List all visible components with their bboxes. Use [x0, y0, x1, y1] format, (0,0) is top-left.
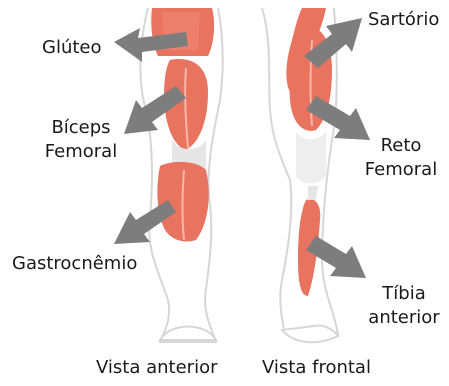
label-reto-femoral: Reto Femoral — [356, 134, 446, 182]
back-view-leg — [140, 8, 222, 342]
label-gastrocnemio: Gastrocnêmio — [12, 252, 137, 276]
front-foot — [282, 325, 338, 342]
label-biceps-line1: Bíceps — [36, 116, 126, 140]
label-tibia-line2: anterior — [362, 306, 446, 330]
label-reto-line2: Femoral — [356, 158, 446, 182]
label-gluteo: Glúteo — [42, 36, 102, 60]
label-tibia-line1: Tíbia — [362, 282, 446, 306]
label-reto-line1: Reto — [356, 134, 446, 158]
label-vista-frontal: Vista frontal — [262, 356, 371, 380]
label-biceps-femoral: Bíceps Femoral — [36, 116, 126, 164]
label-biceps-line2: Femoral — [36, 140, 126, 164]
label-vista-anterior: Vista anterior — [96, 356, 218, 380]
front-knee — [296, 132, 326, 184]
label-tibia-anterior: Tíbia anterior — [362, 282, 446, 330]
label-sartorio: Sartório — [368, 8, 439, 32]
